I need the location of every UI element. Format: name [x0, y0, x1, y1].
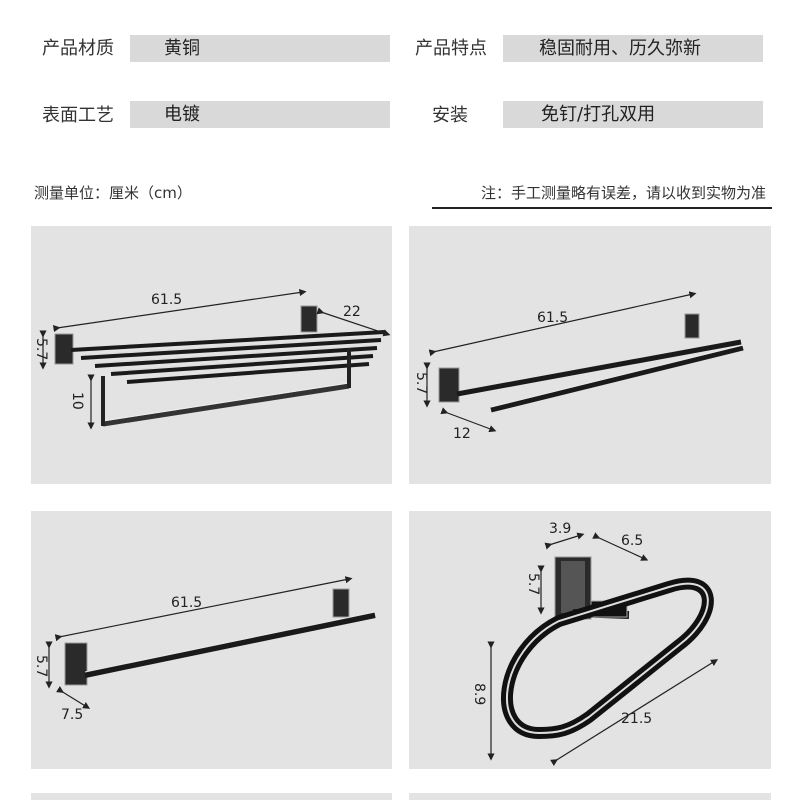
- ring-height-label: 8.9: [471, 683, 487, 705]
- double-depth-label: 12: [453, 426, 471, 442]
- towel-ring-illustration: 3.9 6.5 5.7 8.9 21.5: [471, 521, 719, 766]
- shelf-base-label: 5.7: [33, 338, 49, 360]
- double-width-label: 61.5: [537, 310, 568, 326]
- error-note: 注：手工测量略有误差，请以收到实物为准: [480, 184, 766, 202]
- ring-width-label: 21.5: [621, 711, 652, 727]
- material-value: 黄铜: [130, 35, 390, 62]
- finish-value: 电镀: [130, 101, 390, 128]
- single-base-label: 5.7: [33, 655, 49, 677]
- ring-arm-label: 6.5: [621, 533, 643, 549]
- feature-label: 产品特点: [415, 38, 487, 59]
- shelf-height-label: 10: [69, 392, 85, 410]
- panel-bottom-right: [409, 793, 771, 800]
- single-depth-label: 7.5: [61, 707, 83, 723]
- towel-shelf-illustration: 61.5 22 5.7 10: [33, 288, 391, 430]
- ring-base-height-label: 5.7: [525, 573, 541, 595]
- feature-value: 稳固耐用、历久弥新: [503, 35, 763, 62]
- panel-bottom-left: [31, 793, 392, 800]
- double-base-label: 5.7: [413, 372, 429, 394]
- divider-line: [432, 207, 772, 209]
- panel-towel-ring: 3.9 6.5 5.7 8.9 21.5: [409, 511, 771, 769]
- panel-towel-shelf: 61.5 22 5.7 10: [31, 226, 392, 484]
- shelf-depth-label: 22: [343, 304, 361, 320]
- single-bar-illustration: 61.5 5.7 7.5: [33, 576, 376, 723]
- panel-double-bar: 61.5 5.7 12: [409, 226, 771, 484]
- install-value: 免钉/打孔双用: [503, 101, 763, 128]
- unit-note: 测量单位：厘米（cm）: [34, 184, 192, 202]
- material-label: 产品材质: [42, 38, 114, 59]
- single-width-label: 61.5: [171, 595, 202, 611]
- panel-single-bar: 61.5 5.7 7.5: [31, 511, 392, 769]
- install-label: 安装: [432, 105, 468, 126]
- shelf-width-label: 61.5: [151, 292, 182, 308]
- ring-base-width-label: 3.9: [549, 521, 571, 537]
- finish-label: 表面工艺: [42, 105, 114, 126]
- double-bar-illustration: 61.5 5.7 12: [413, 291, 744, 442]
